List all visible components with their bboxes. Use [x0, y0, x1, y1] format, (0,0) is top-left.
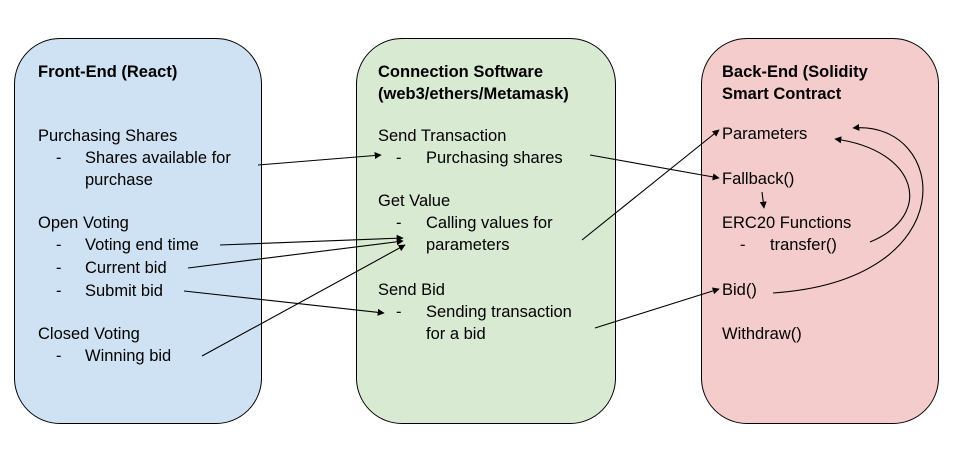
bullet-dash: -: [396, 303, 402, 321]
bullet-dash: -: [56, 149, 62, 167]
backend-parameters: Parameters: [722, 125, 808, 143]
connection-item-sending-transaction-cont: for a bid: [426, 325, 486, 343]
frontend-box: [14, 38, 262, 424]
frontend-item-shares-available-cont: purchase: [85, 171, 153, 189]
connection-title-line1: Connection Software: [378, 63, 544, 81]
frontend-item-current-bid: Current bid: [85, 259, 167, 277]
frontend-item-shares-available: Shares available for: [85, 149, 231, 167]
bullet-dash: -: [396, 149, 402, 167]
frontend-heading-open-voting: Open Voting: [38, 214, 129, 232]
bullet-dash: -: [740, 236, 746, 254]
connection-item-calling-values: Calling values for: [426, 214, 553, 232]
bullet-dash: -: [56, 236, 62, 254]
backend-withdraw: Withdraw(): [722, 325, 802, 343]
bullet-dash: -: [56, 259, 62, 277]
frontend-heading-closed-voting: Closed Voting: [38, 325, 140, 343]
backend-transfer: transfer(): [770, 236, 837, 254]
bullet-dash: -: [396, 214, 402, 232]
connection-heading-get-value: Get Value: [378, 192, 451, 210]
backend-title-line1: Back-End (Solidity: [722, 63, 868, 81]
connection-box: [356, 38, 616, 424]
connection-heading-send-transaction: Send Transaction: [378, 127, 507, 145]
bullet-dash: -: [56, 282, 62, 300]
frontend-item-submit-bid: Submit bid: [85, 282, 163, 300]
frontend-item-voting-end-time: Voting end time: [85, 236, 199, 254]
connection-title-line2: (web3/ethers/Metamask): [378, 85, 569, 103]
backend-erc20-functions: ERC20 Functions: [722, 214, 852, 232]
frontend-title: Front-End (React): [38, 63, 178, 81]
frontend-heading-purchasing-shares: Purchasing Shares: [38, 127, 178, 145]
frontend-item-winning-bid: Winning bid: [85, 347, 172, 365]
backend-title-line2: Smart Contract: [722, 85, 842, 103]
bullet-dash: -: [56, 347, 62, 365]
backend-fallback: Fallback(): [722, 170, 795, 188]
connection-item-purchasing-shares: Purchasing shares: [426, 149, 563, 167]
connection-item-calling-values-cont: parameters: [426, 236, 510, 254]
connection-item-sending-transaction: Sending transaction: [426, 303, 572, 321]
backend-bid: Bid(): [722, 281, 757, 299]
connection-heading-send-bid: Send Bid: [378, 281, 445, 299]
